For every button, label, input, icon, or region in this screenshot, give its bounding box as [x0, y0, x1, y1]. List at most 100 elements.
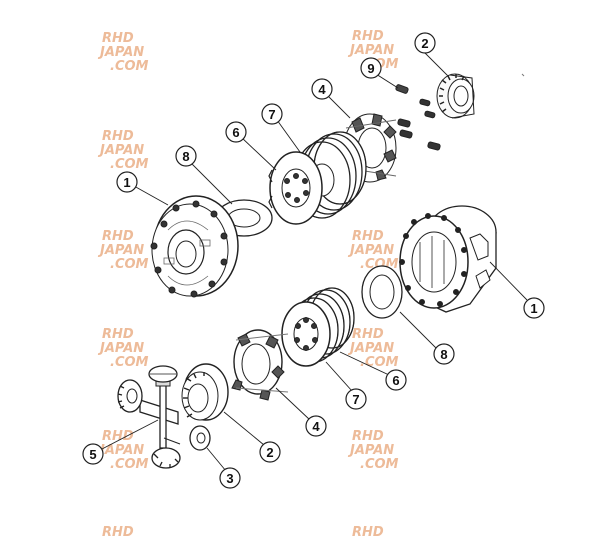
leader-6-top: [240, 136, 277, 171]
leader-6-bottom: [339, 351, 390, 376]
leader-1-right: [489, 261, 528, 301]
part-8-thrust-washer-bottom: [361, 265, 403, 319]
watermark-line-3: .COM: [110, 457, 149, 472]
leader-1-left: [133, 185, 169, 206]
callout-1-left: 1: [116, 171, 138, 193]
watermark-line-1: RHD: [352, 229, 384, 244]
watermark-6: RHD JAPAN .COM: [97, 327, 149, 370]
leader-5: [101, 419, 159, 450]
part-9-pins: [395, 84, 441, 151]
watermark-line-2: JAPAN: [97, 443, 144, 458]
watermark-line-2: JAPAN: [347, 43, 394, 58]
callout-4-top: 4: [311, 78, 333, 100]
callout-7-bottom: 7: [345, 388, 367, 410]
leader-4-top: [326, 94, 351, 119]
watermark-line-2: JAPAN: [347, 443, 394, 458]
callout-9: 9: [360, 57, 382, 79]
watermark-line-3: .COM: [110, 257, 149, 272]
callout-label: 9: [367, 61, 374, 76]
part-5-cross-shaft: [139, 375, 181, 449]
watermark-line-2: JAPAN: [97, 143, 144, 158]
watermark-line-3: .COM: [360, 355, 399, 370]
watermark-line-1: RHD: [102, 229, 134, 244]
leader-7-bottom: [325, 361, 353, 392]
part-1-diff-case-right: [399, 205, 497, 313]
watermark-group: RHD JAPAN .COM RHD JAPAN .COM RHD JAPAN …: [97, 29, 399, 540]
stray-mark: [521, 73, 525, 77]
watermark-4: RHD JAPAN .COM: [97, 229, 149, 272]
leader-9: [375, 73, 399, 89]
watermark-line-2: JAPAN: [97, 45, 144, 60]
callout-3: 3: [219, 467, 241, 489]
callout-label: 3: [226, 471, 233, 486]
callout-label: 7: [352, 392, 359, 407]
watermark-5: RHD JAPAN .COM: [347, 229, 399, 272]
watermark-10: RHD: [102, 525, 134, 540]
callout-2-bottom: 2: [259, 441, 281, 463]
watermark-line-2: JAPAN: [97, 341, 144, 356]
part-2-side-gear-top: [436, 73, 475, 119]
callout-label: 2: [421, 36, 428, 51]
callout-4-bottom: 4: [305, 415, 327, 437]
callout-label: 6: [232, 125, 239, 140]
leader-3: [206, 447, 227, 472]
callout-6-top: 6: [225, 121, 247, 143]
leader-4-bottom: [275, 387, 311, 421]
watermark-line-1: RHD: [352, 327, 384, 342]
leader-8-bottom: [399, 311, 438, 350]
callout-1-right: 1: [523, 297, 545, 319]
callout-5: 5: [82, 443, 104, 465]
leader-8-top: [189, 161, 233, 205]
callout-label: 4: [318, 82, 326, 97]
watermark-line-3: .COM: [110, 355, 149, 370]
callout-8-top: 8: [175, 145, 197, 167]
callout-7-top: 7: [261, 103, 283, 125]
watermark-line-1: RHD: [352, 525, 384, 540]
callout-label: 2: [266, 445, 273, 460]
watermark-line-3: .COM: [110, 59, 149, 74]
watermark-8: RHD JAPAN .COM: [97, 429, 149, 472]
part-1-case-cover-left: [150, 195, 239, 298]
callout-2-top: 2: [414, 32, 436, 54]
watermark-line-2: JAPAN: [347, 341, 394, 356]
watermark-line-1: RHD: [102, 129, 134, 144]
watermark-line-3: .COM: [360, 457, 399, 472]
callout-label: 5: [89, 447, 96, 462]
callout-8-bottom: 8: [433, 343, 455, 365]
watermark-3: RHD JAPAN .COM: [97, 129, 149, 172]
leader-7-top: [276, 119, 301, 153]
watermark-11: RHD: [352, 525, 384, 540]
watermark-line-2: JAPAN: [347, 243, 394, 258]
callout-label: 7: [268, 107, 275, 122]
watermark-line-1: RHD: [102, 525, 134, 540]
part-5-pinion-gear-left: [117, 379, 143, 413]
callouts: 1 8 6 7 4 9 2 1: [82, 32, 545, 489]
watermark-line-1: RHD: [102, 31, 134, 46]
watermark-line-1: RHD: [352, 429, 384, 444]
callout-label: 1: [123, 175, 130, 190]
watermark-1: RHD JAPAN .COM: [97, 31, 149, 74]
callout-6-bottom: 6: [385, 369, 407, 391]
leader-2-bottom: [223, 411, 265, 446]
part-4-pressure-ring-bottom: [231, 329, 289, 401]
watermark-line-2: JAPAN: [97, 243, 144, 258]
callout-label: 6: [392, 373, 399, 388]
callout-label: 1: [530, 301, 537, 316]
part-6-friction-plate-top: [268, 151, 323, 225]
leader-lines: [101, 51, 528, 472]
part-3-pinion-washer: [189, 425, 211, 451]
part-6-friction-plate-bottom: [281, 301, 331, 367]
part-2-side-gear-bottom: [181, 363, 229, 421]
leader-2-top: [423, 51, 449, 77]
watermark-line-3: .COM: [110, 157, 149, 172]
part-5-pinion-gear-top: [148, 365, 178, 383]
callout-label: 8: [440, 347, 447, 362]
callout-label: 8: [182, 149, 189, 164]
callout-label: 4: [312, 419, 320, 434]
watermark-line-1: RHD: [102, 327, 134, 342]
watermark-7: RHD JAPAN .COM: [347, 327, 399, 370]
watermark-9: RHD JAPAN .COM: [347, 429, 399, 472]
watermark-line-1: RHD: [102, 429, 134, 444]
watermark-line-1: RHD: [352, 29, 384, 44]
